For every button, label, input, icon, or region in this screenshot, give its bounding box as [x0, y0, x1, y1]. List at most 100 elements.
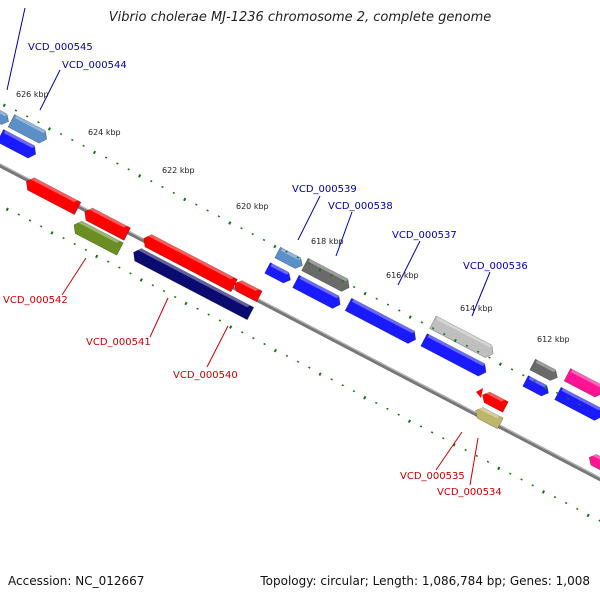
ruler-tick	[273, 348, 277, 353]
gene-blue-1-shine	[3, 130, 36, 148]
kbp-marker-label: 618 kbp	[311, 237, 344, 246]
gene-VCD_000535-shine	[485, 390, 505, 402]
gene-blue-7-body	[554, 386, 600, 421]
leader-line	[206, 325, 229, 368]
kbp-marker-label: 620 kbp	[236, 202, 269, 211]
ruler-tick	[408, 315, 412, 319]
gene-label-reverse: VCD_000534	[437, 487, 502, 498]
ruler-tick	[84, 248, 88, 252]
gene-blue-5-body	[420, 333, 487, 377]
gene-VCD_000535-body	[482, 391, 509, 413]
ruler-tick	[443, 332, 446, 336]
ruler-tick	[497, 466, 501, 471]
ruler-tick	[127, 168, 130, 171]
ruler-tick	[375, 297, 378, 300]
gene-VCD_000544	[7, 114, 48, 144]
ruler-tick	[104, 156, 108, 159]
ruler-tick	[28, 219, 32, 222]
gene-blue-6-body	[522, 375, 549, 397]
gene-VCD_000542-shine	[77, 219, 120, 243]
gene-VCD_000534-shine	[478, 406, 500, 419]
ruler-tick	[578, 403, 581, 406]
gene-VCD_000535	[482, 390, 509, 413]
leader-line	[335, 211, 353, 257]
ruler-tick	[318, 372, 322, 376]
ruler-tick	[172, 191, 176, 195]
gene-VCD_000538-shine	[308, 259, 349, 282]
map-title: Vibrio cholerae MJ-1236 chromosome 2, co…	[108, 10, 492, 25]
ruler-tick	[407, 419, 411, 424]
ruler-tick	[375, 401, 378, 405]
gene-label-forward: VCD_000536	[463, 261, 528, 272]
gene-VCD_000536-shine	[436, 316, 493, 348]
gene-red-1-shine	[29, 176, 78, 203]
ruler-tick	[151, 284, 155, 287]
gene-misc-2-shine	[570, 369, 600, 387]
gene-blue-6	[522, 375, 549, 397]
ruler-tick	[240, 227, 243, 230]
ruler-tick	[341, 384, 344, 387]
gene-label-forward: VCD_000538	[328, 201, 393, 212]
ruler-tick	[161, 185, 164, 189]
leader-line	[39, 69, 61, 111]
gene-label-reverse: VCD_000535	[400, 471, 465, 482]
gene-VCD_000540-body	[143, 234, 238, 293]
gene-blue-1-body	[0, 129, 37, 159]
ruler-tick	[533, 380, 536, 383]
ruler-tick	[543, 385, 548, 390]
gene-label-reverse: VCD_000540	[173, 370, 238, 381]
ruler-tick	[251, 232, 254, 236]
ruler-tick	[263, 342, 266, 346]
ruler-tick	[47, 127, 51, 131]
ruler-tick	[465, 344, 469, 347]
ruler-tick	[488, 356, 491, 359]
gene-VCD_000538-body	[301, 257, 350, 292]
leader-line	[6, 7, 26, 91]
gene-VCD_000540	[143, 233, 238, 293]
ruler-tick	[420, 321, 424, 324]
ruler-tick	[17, 213, 21, 216]
gene-blue-1	[0, 129, 37, 159]
ruler-tick	[82, 144, 85, 147]
tick-layer	[2, 103, 600, 522]
gene-red-2	[84, 206, 131, 241]
ruler-tick	[498, 362, 502, 366]
ruler-tick	[149, 180, 153, 183]
ruler-tick	[228, 221, 232, 225]
ruler-tick	[50, 231, 54, 235]
gene-pink-edge-body	[588, 454, 600, 473]
ruler-tick	[541, 490, 546, 494]
ruler-tick	[196, 307, 199, 310]
ruler-tick	[59, 132, 63, 136]
gene-VCD_000544-body	[7, 114, 48, 144]
ruler-tick	[352, 390, 356, 393]
gene-VCD_000545-body	[0, 104, 9, 125]
ruler-tick	[62, 236, 65, 240]
gene-misc-1-shine	[535, 360, 557, 373]
gene-misc-1	[529, 358, 558, 381]
gene-VCD_000542-body	[73, 220, 124, 256]
ruler-tick	[555, 391, 559, 395]
gene-VCD_000536-body	[429, 315, 494, 358]
leader-line	[435, 431, 463, 471]
backbone-line	[0, 163, 600, 482]
gene-pink-edge-shine	[592, 452, 600, 462]
ruler-tick	[475, 454, 479, 458]
gene-blue-5-shine	[427, 334, 486, 366]
gene-blue-2-shine	[270, 263, 290, 275]
gene-VCD_000537	[344, 297, 417, 344]
ruler-tick	[453, 338, 457, 343]
ruler-tick	[398, 309, 401, 312]
leader-line	[149, 297, 169, 338]
leader-line	[469, 437, 479, 486]
ruler-tick	[162, 289, 166, 293]
ruler-tick	[218, 319, 222, 322]
ruler-tick	[95, 254, 99, 259]
ruler-tick	[2, 103, 6, 108]
kbp-marker-label: 624 kbp	[88, 128, 121, 137]
ruler-tick	[363, 291, 367, 296]
gene-blue-3-shine	[299, 276, 340, 299]
leader-line	[397, 240, 421, 286]
ruler-tick	[25, 115, 29, 118]
